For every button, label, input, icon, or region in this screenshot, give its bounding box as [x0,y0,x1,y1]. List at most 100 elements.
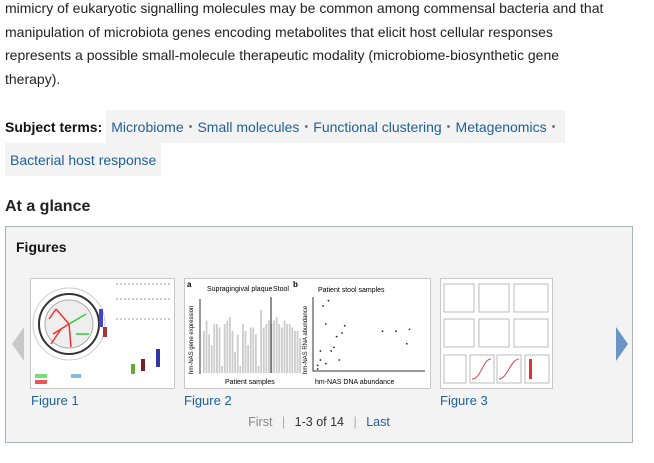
bar [268,320,270,373]
pager-first[interactable]: First [248,415,273,429]
bar [216,324,218,373]
bar [296,331,299,373]
scatter-point [408,328,411,331]
scatter-point [333,346,335,349]
bar [291,327,294,373]
term-small-molecules[interactable]: Small molecules [197,118,300,135]
bar [231,331,234,373]
scatter-point [319,350,322,352]
pager-separator: | [353,415,357,429]
bar [205,320,208,373]
figure-2-thumbnail[interactable]: a Supragingival plaque Stool hm-NAS gene… [184,278,431,389]
bar [286,324,288,373]
scatter-point [316,364,319,367]
bar [223,324,226,373]
abstract-line: manipulation of microbiota genes encodin… [5,23,553,40]
bar [208,334,210,373]
pager-last[interactable]: Last [366,415,390,429]
bar [226,320,229,373]
scatter-point [395,330,397,333]
bar [257,366,260,373]
subject-terms-label: Subject terms: [5,118,103,135]
term-metagenomics[interactable]: Metagenomics [455,118,547,135]
bar [218,327,221,373]
scatter-point [327,299,330,302]
scatter-point [381,330,384,333]
bar [288,324,291,373]
bar [278,324,281,373]
figure-1-image [32,283,171,384]
term-functional-clustering[interactable]: Functional clustering [313,118,442,135]
abstract-text: mimicry of eukaryotic signalling molecul… [5,0,635,91]
scatter-point [341,332,343,334]
panel-b-label: b [293,280,298,289]
next-arrow-icon[interactable] [616,327,628,361]
figures-title: Figures [16,239,67,255]
bar [203,331,205,373]
prev-arrow-icon[interactable] [12,327,24,361]
bar [210,345,213,373]
bar [260,310,262,373]
bar [255,334,257,373]
bar [239,366,242,373]
bar [273,320,275,373]
bar [262,327,265,373]
abstract-line: mimicry of eukaryotic signalling molecul… [5,0,604,16]
at-a-glance-heading: At a glance [5,198,91,215]
bar [294,331,296,373]
subject-terms: Subject terms: Microbiome • Small molecu… [5,110,645,176]
term-microbiome[interactable]: Microbiome [111,118,184,135]
scatter-point [343,324,346,327]
figure-1-link[interactable]: Figure 1 [31,393,79,408]
bar [252,327,255,373]
scatter-point [324,362,327,365]
figure-pager: First | 1-3 of 14 | Last [6,415,632,429]
bar [281,327,283,373]
bar [244,331,247,373]
scatter-point [405,342,408,345]
panel-a-xlabel: Patient samples [225,379,275,386]
figure-3-link[interactable]: Figure 3 [440,393,488,408]
scatter-point [322,305,324,307]
scatter-point [338,359,341,361]
panel-b-xlabel: hm-NAS DNA abundance [315,379,394,386]
scatter-point [330,350,333,352]
bar [283,320,286,373]
bar [221,366,223,373]
bar [213,324,216,373]
panel-b-title: Patient stool samples [318,287,385,294]
expression-bars [203,310,301,373]
stool-label: Stool [273,286,289,293]
scatter-point [316,368,319,370]
bar [229,317,231,373]
bar [247,345,249,373]
panel-a-ylabel: hm-NAS gene expression [189,306,195,374]
scatter-point [324,323,327,325]
panel-a-label: a [187,280,192,289]
figure-1-thumbnail[interactable] [30,278,175,389]
bar [242,324,244,373]
pager-range: 1-3 of 14 [294,415,344,429]
bar [234,352,236,373]
figure-3-thumbnail[interactable] [440,278,553,389]
figure-2-image: a Supragingival plaque Stool hm-NAS gene… [187,280,425,386]
bar [265,324,268,373]
abstract-line: therapy). [5,70,61,87]
scatter-point [319,359,322,361]
bar [249,327,252,373]
bar [299,338,301,373]
panel-a-title: Supragingival plaque [207,286,272,293]
figure-2-link[interactable]: Figure 2 [184,393,232,408]
separator: • [446,120,451,133]
abstract-line: represents a possible small-molecule the… [5,47,560,63]
term-bacterial-host-response[interactable]: Bacterial host response [10,151,157,168]
panel-b-ylabel: hm-NAS RNA abundance [303,305,309,374]
figure-3-image [443,283,550,384]
bar [275,317,278,373]
separator: • [551,120,556,133]
scatter-point [335,335,338,338]
figures-panel: Figures Figure 1 a Supragingival plaque … [5,226,633,443]
bar [236,334,239,373]
separator: • [188,120,193,133]
separator: • [304,120,309,133]
